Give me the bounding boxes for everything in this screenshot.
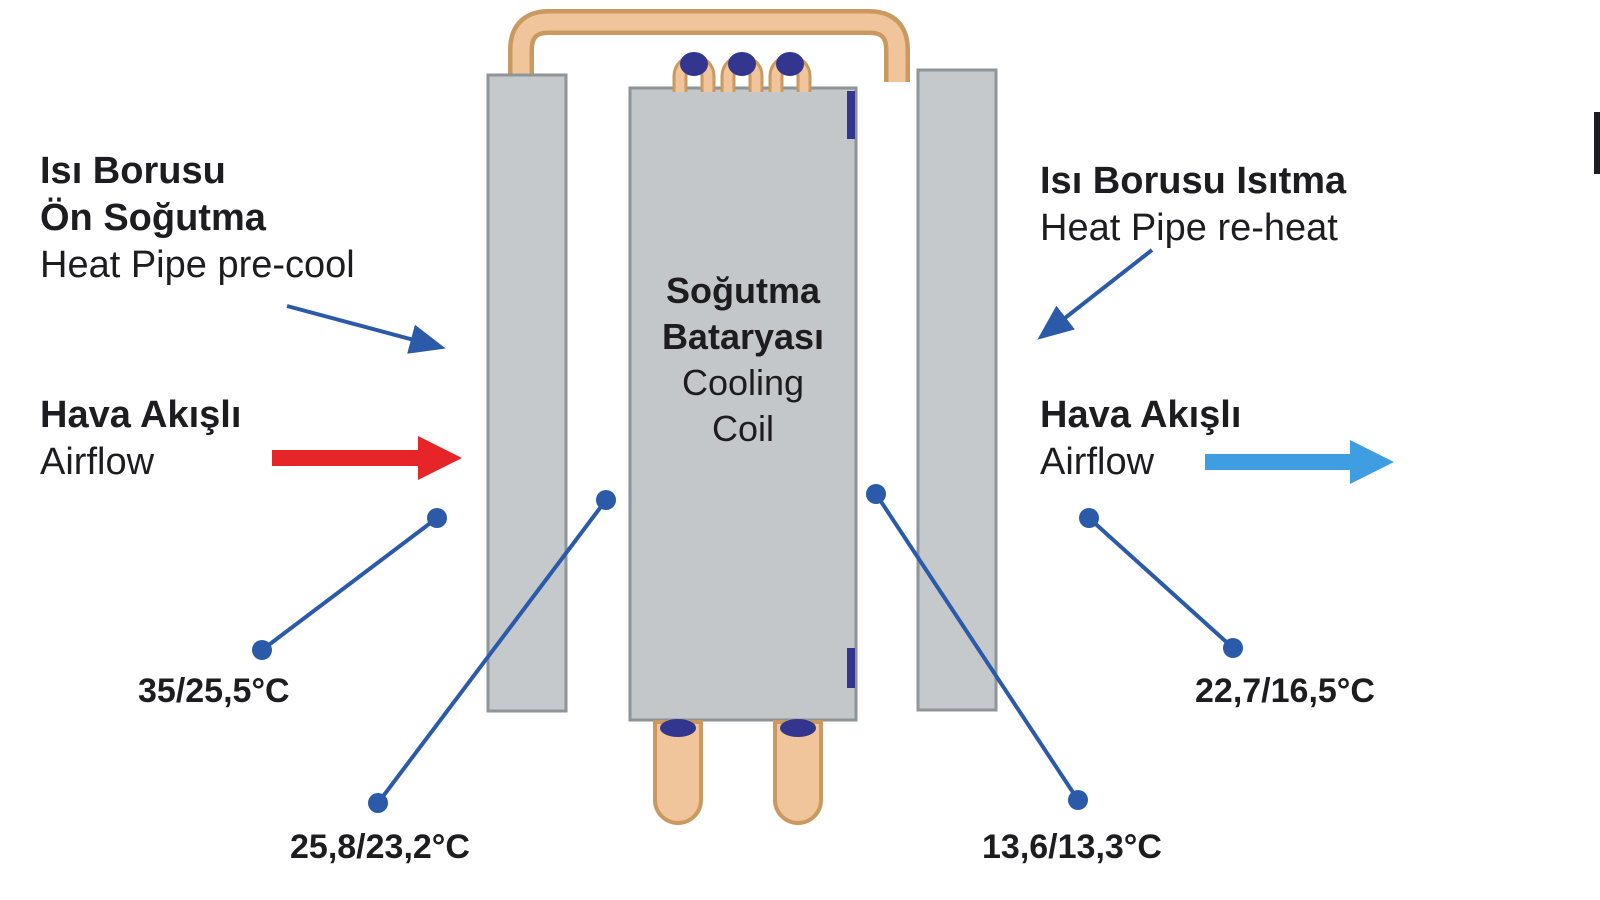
left-heat-pipe-slab — [486, 73, 568, 713]
right-heat-pipe-slab — [916, 68, 998, 712]
leader-line-after-coil — [866, 484, 1088, 810]
heat-pipe-top-loop-inner — [512, 13, 906, 88]
label-airflow-in-subtitle: Airflow — [40, 441, 155, 483]
temp-after-coil: 13,6/13,3°C — [982, 828, 1162, 866]
coil-bottom-pipes — [653, 719, 823, 825]
label-cooling-coil-title2: Bataryası — [661, 316, 825, 357]
temp-outlet: 22,7/16,5°C — [1195, 672, 1375, 710]
bottom-pipe-left — [653, 720, 703, 825]
label-right-heatpipe: Isı Borusu Isıtma Heat Pipe re-heat — [1040, 158, 1346, 252]
label-cooling-coil-subtitle1: Cooling — [681, 362, 805, 403]
label-right-heatpipe-title: Isı Borusu Isıtma — [1040, 160, 1347, 202]
label-left-heatpipe: Isı Borusu Ön Soğutma Heat Pipe pre-cool — [40, 148, 355, 289]
label-airflow-in-title: Hava Akışlı — [40, 394, 242, 436]
coil-ubend-cap-3 — [776, 52, 804, 76]
label-right-heatpipe-subtitle: Heat Pipe re-heat — [1040, 207, 1338, 249]
cooling-coil-body — [628, 86, 858, 722]
label-left-heatpipe-title2: Ön Soğutma — [40, 197, 266, 239]
leader-line-after-precool — [368, 490, 616, 813]
temp-after-precool: 25,8/23,2°C — [290, 828, 470, 866]
label-left-heatpipe-title1: Isı Borusu — [40, 150, 226, 192]
bottom-pipe-left-cap — [660, 719, 696, 737]
label-cooling-coil-title1: Soğutma — [665, 270, 820, 311]
label-cooling-coil-subtitle2: Coil — [711, 408, 774, 449]
label-cooling-coil: Soğutma Bataryası Cooling Coil — [630, 268, 856, 452]
label-airflow-in: Hava Akışlı Airflow — [40, 392, 241, 486]
bottom-pipe-right — [773, 720, 823, 825]
label-airflow-out: Hava Akışlı Airflow — [1040, 392, 1241, 486]
airflow-out-arrow — [1205, 440, 1394, 484]
coil-top-ubends — [672, 52, 812, 92]
coil-ubend-cap-2 — [728, 52, 756, 76]
temp-inlet: 35/25,5°C — [138, 672, 290, 710]
label-airflow-out-title: Hava Akışlı — [1040, 394, 1242, 436]
left-heatpipe-pointer-arrow — [286, 304, 446, 354]
label-airflow-out-subtitle: Airflow — [1040, 441, 1155, 483]
right-heatpipe-pointer-arrow — [1037, 248, 1154, 340]
coil-accent-top — [847, 91, 855, 139]
coil-ubend-cap-1 — [680, 52, 708, 76]
bottom-pipe-right-cap — [780, 719, 816, 737]
label-left-heatpipe-subtitle: Heat Pipe pre-cool — [40, 244, 355, 286]
leader-line-outlet — [1079, 508, 1243, 658]
coil-accent-bottom — [847, 648, 855, 688]
right-edge-mark — [1594, 112, 1600, 174]
leader-line-inlet — [252, 508, 447, 660]
airflow-in-arrow — [272, 436, 462, 480]
